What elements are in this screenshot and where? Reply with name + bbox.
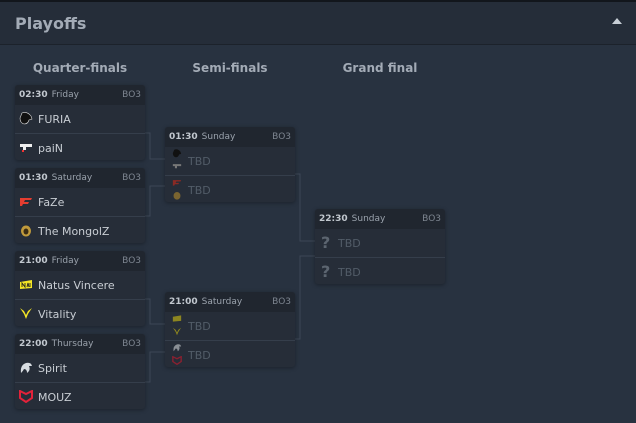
team-row[interactable]: TBD	[165, 174, 295, 203]
match-time: 02:30	[19, 90, 48, 100]
match-format: BO3	[122, 256, 141, 266]
match-time: 21:00	[169, 297, 198, 307]
team-name: TBD	[188, 155, 211, 168]
match-time: 22:30	[319, 214, 348, 224]
match-format: BO3	[122, 90, 141, 100]
team-row[interactable]: ? TBD	[315, 229, 445, 257]
vitality-logo-icon	[20, 307, 32, 319]
team-name: Vitality	[38, 307, 77, 321]
spirit-logo-icon	[20, 362, 32, 373]
navi-logo-icon	[20, 280, 32, 289]
team-name: paiN	[38, 141, 64, 155]
team-row[interactable]: TBD	[165, 147, 295, 175]
team-row[interactable]: TBD	[165, 312, 295, 340]
match-day: Friday	[51, 90, 79, 100]
team-row[interactable]: The MongolZ	[15, 215, 145, 244]
match-day: Sunday	[351, 214, 386, 224]
furia-logo-icon	[19, 112, 33, 125]
mouz-logo-icon	[172, 355, 182, 365]
mongolz-logo-icon	[173, 191, 181, 200]
match-format: BO3	[122, 173, 141, 183]
team-row[interactable]: TBD	[165, 339, 295, 368]
match-time: 22:00	[19, 339, 48, 349]
match-format: BO3	[272, 132, 291, 142]
team-row[interactable]: Vitality	[15, 298, 145, 327]
match-time: 01:30	[169, 132, 198, 142]
pain-logo-icon	[20, 143, 32, 152]
team-row[interactable]: FURIA	[15, 105, 145, 133]
round-title-semi-finals: Semi-finals	[192, 61, 268, 75]
team-row[interactable]: Spirit	[15, 354, 145, 382]
match-format: BO3	[422, 214, 441, 224]
playoffs-header[interactable]: Playoffs	[0, 2, 636, 45]
vitality-logo-icon	[172, 327, 182, 336]
match-day: Saturday	[201, 297, 243, 307]
team-name: FaZe	[38, 196, 65, 209]
mongolz-logo-icon	[21, 225, 31, 236]
top-border	[0, 0, 636, 2]
match-time: 21:00	[19, 256, 48, 266]
team-name: Natus Vincere	[38, 279, 115, 292]
team-name: FURIA	[38, 113, 71, 126]
round-title-grand-final: Grand final	[342, 61, 418, 75]
spirit-logo-icon	[173, 343, 182, 351]
team-row[interactable]: ? TBD	[315, 256, 445, 285]
team-name: TBD	[188, 320, 211, 333]
unknown-team-icon: ?	[321, 233, 331, 252]
unknown-team-icon: ?	[321, 261, 331, 281]
team-row[interactable]: paiN	[15, 132, 145, 161]
team-name: TBD	[338, 237, 361, 250]
faze-logo-icon	[20, 198, 32, 206]
navi-logo-icon	[172, 315, 182, 322]
match-day: Saturday	[51, 173, 93, 183]
team-name: TBD	[338, 265, 361, 279]
team-name: Spirit	[38, 362, 67, 375]
collapse-chevron-icon[interactable]	[612, 18, 622, 24]
match-day: Sunday	[201, 132, 236, 142]
section-title: Playoffs	[15, 14, 87, 33]
pain-logo-icon	[172, 164, 182, 169]
team-row[interactable]: Natus Vincere	[15, 271, 145, 299]
team-name: MOUZ	[38, 390, 72, 404]
team-name: TBD	[188, 183, 211, 197]
faze-logo-icon	[172, 179, 182, 186]
team-name: TBD	[188, 348, 211, 362]
match-time: 01:30	[19, 173, 48, 183]
team-row[interactable]: FaZe	[15, 188, 145, 216]
team-row[interactable]: MOUZ	[15, 381, 145, 410]
round-title-quarter-finals: Quarter-finals	[32, 61, 128, 75]
team-name: The MongolZ	[38, 224, 110, 238]
mouz-logo-icon	[19, 389, 33, 403]
match-format: BO3	[272, 297, 291, 307]
furia-logo-icon	[172, 149, 182, 158]
match-day: Thursday	[51, 339, 94, 349]
match-format: BO3	[122, 339, 141, 349]
match-day: Friday	[51, 256, 79, 266]
